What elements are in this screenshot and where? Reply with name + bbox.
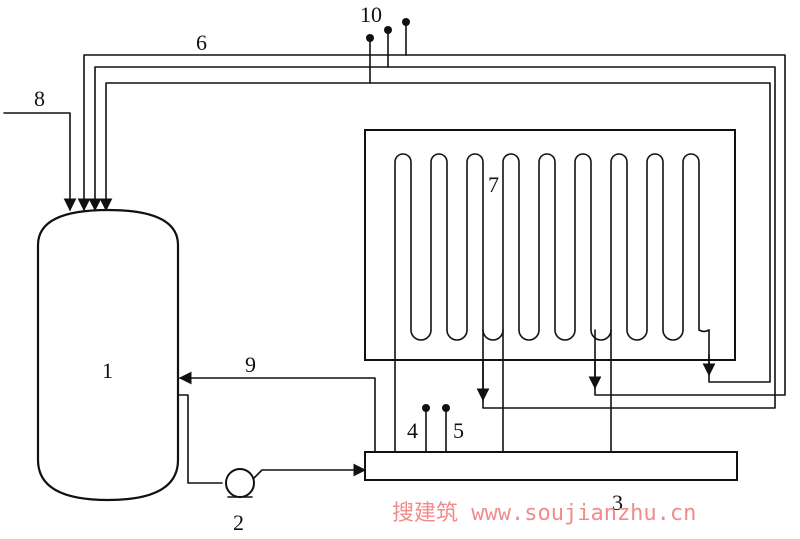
label-2: 2 xyxy=(233,510,244,535)
return-line-9 xyxy=(178,371,376,453)
watermark: 搜建筑 www.soujianzhu.cn xyxy=(392,501,696,526)
collector-panel xyxy=(364,129,736,361)
inflow-pipe xyxy=(3,112,77,212)
sensor-10-c xyxy=(402,18,410,26)
sensor-4 xyxy=(422,404,430,412)
pump xyxy=(225,468,255,498)
label-9: 9 xyxy=(245,352,256,377)
label-10: 10 xyxy=(360,2,382,27)
storage-tank xyxy=(36,208,180,502)
tank-outlet-pipe xyxy=(177,394,223,484)
label-8: 8 xyxy=(34,86,45,111)
label-7: 7 xyxy=(488,172,499,197)
label-3: 3 xyxy=(612,490,623,515)
sensor-5 xyxy=(442,404,450,412)
sensor-10-a xyxy=(366,34,374,42)
sensor-10-b xyxy=(384,26,392,34)
distribution-header xyxy=(364,451,738,481)
label-1: 1 xyxy=(102,358,113,383)
label-4: 4 xyxy=(407,418,418,443)
label-6: 6 xyxy=(196,30,207,55)
pump-discharge xyxy=(253,463,367,479)
label-5: 5 xyxy=(453,418,464,443)
collector-serpentine-tube xyxy=(394,153,710,361)
